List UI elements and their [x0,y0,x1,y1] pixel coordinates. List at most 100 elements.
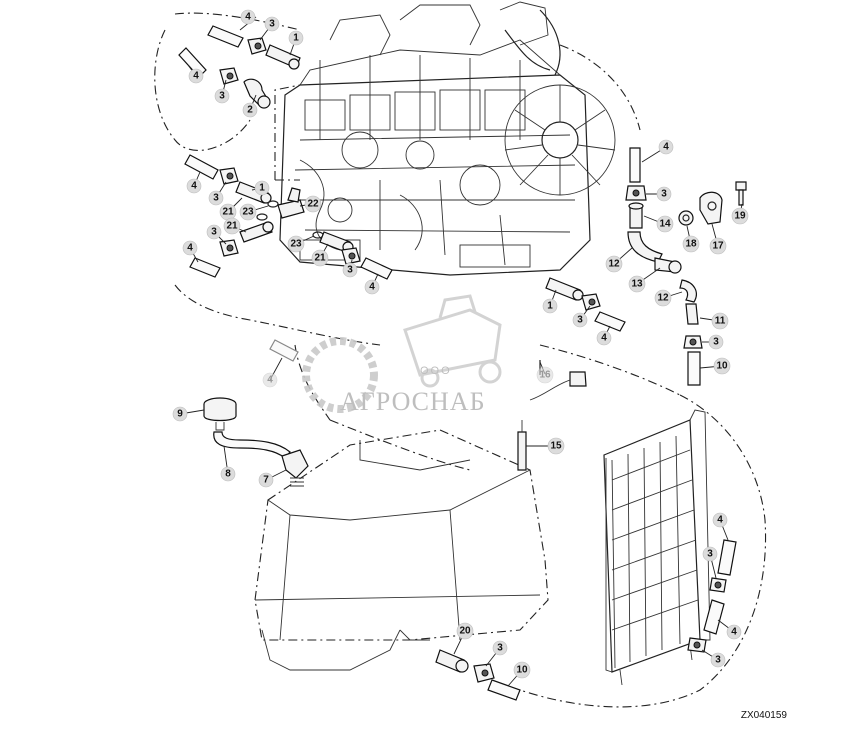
watermark-company-form: ООО [420,365,452,377]
oil-cooler [603,409,711,686]
callout-23-a: 23 [239,203,269,221]
callout-12-a: 12 [605,247,633,273]
callout-4-h: 4 [641,139,674,163]
routing-outline [154,12,767,708]
svg-text:21: 21 [226,221,238,232]
svg-text:11: 11 [715,316,726,327]
svg-text:16: 16 [539,370,551,381]
callout-1-b: 1 [251,180,270,196]
svg-text:23: 23 [290,239,302,250]
callout-14: 14 [643,215,674,233]
callout-3-j: 3 [701,649,726,668]
svg-text:1: 1 [547,301,553,312]
callout-10-b: 10 [507,661,531,687]
watermark-company-name: АГРОСНАБ [340,387,486,416]
svg-text:4: 4 [191,181,197,192]
svg-text:1: 1 [293,33,299,44]
svg-text:3: 3 [219,91,225,102]
svg-text:3: 3 [211,227,217,238]
svg-text:14: 14 [659,219,671,230]
svg-text:4: 4 [267,375,273,386]
middle-left-fittings [184,154,393,280]
hydraulic-tank [254,429,549,671]
callout-1-a: 1 [288,30,304,56]
callout-12-b: 12 [654,289,683,307]
svg-text:4: 4 [187,243,193,254]
svg-text:22: 22 [307,199,319,210]
callout-3-a: 3 [259,16,280,41]
svg-text:4: 4 [245,12,251,23]
svg-text:13: 13 [631,279,643,290]
svg-text:3: 3 [707,549,713,560]
svg-text:4: 4 [369,282,375,293]
svg-text:3: 3 [497,643,503,654]
callout-3-c: 3 [208,181,227,206]
svg-text:3: 3 [347,265,353,276]
callout-4-d: 4 [182,240,199,263]
svg-text:23: 23 [242,207,254,218]
center-right-fittings [269,277,626,401]
callout-3-k: 3 [485,640,508,667]
callout-13: 13 [628,267,661,293]
callout-3-d: 3 [206,224,227,245]
svg-text:3: 3 [713,337,719,348]
callout-4-f: 4 [596,325,612,346]
callout-7: 7 [258,469,287,488]
svg-text:9: 9 [177,409,183,420]
callout-3-b: 3 [214,79,230,104]
svg-text:4: 4 [193,71,199,82]
upper-left-fittings [178,25,301,109]
engine-block [274,1,616,276]
callout-4-b: 4 [187,64,204,84]
callout-16: 16 [536,361,554,384]
callout-21-c: 21 [311,243,329,267]
svg-text:21: 21 [222,207,234,218]
svg-text:4: 4 [601,333,607,344]
callout-20: 20 [453,622,474,655]
callout-9: 9 [172,406,205,422]
fitting-15 [517,420,527,471]
watermark-logo: ООО АГРОСНАБ [302,294,502,416]
svg-text:19: 19 [734,211,746,222]
callout-4-j: 4 [717,619,742,640]
callout-1-c: 1 [542,289,558,314]
right-column-fittings [625,147,747,386]
figure-code: ZX040159 [740,710,787,721]
callout-3-e: 3 [342,259,358,278]
bracket-17 [699,191,723,225]
svg-text:3: 3 [577,315,583,326]
svg-text:8: 8 [225,469,231,480]
callout-10-a: 10 [699,357,731,375]
callout-21-b: 21 [223,217,247,235]
svg-text:4: 4 [731,627,737,638]
callout-4-e: 4 [364,273,380,295]
svg-text:15: 15 [550,441,562,452]
callout-15: 15 [526,437,565,455]
callout-23-b: 23 [287,235,315,253]
svg-text:21: 21 [314,253,326,264]
svg-text:12: 12 [657,293,669,304]
svg-text:4: 4 [717,515,723,526]
callout-4-a: 4 [239,9,257,31]
svg-text:4: 4 [663,142,669,153]
callout-3-f: 3 [572,305,591,328]
callout-21-a: 21 [219,197,243,221]
svg-text:2: 2 [247,105,253,116]
callout-22: 22 [299,195,322,213]
svg-text:3: 3 [715,655,721,666]
svg-text:17: 17 [712,241,724,252]
svg-text:18: 18 [685,239,697,250]
svg-text:20: 20 [459,626,471,637]
svg-text:1: 1 [259,183,265,194]
callout-3-g: 3 [646,186,672,202]
cooler-hoses [687,539,737,653]
callout-3-i: 3 [702,546,718,579]
callout-8: 8 [220,445,236,482]
callout-19: 19 [731,203,749,225]
filler-assembly [203,397,309,487]
callout-11: 11 [699,312,729,330]
callout-17: 17 [709,223,727,255]
callout-3-h: 3 [702,334,724,350]
svg-text:10: 10 [716,361,728,372]
